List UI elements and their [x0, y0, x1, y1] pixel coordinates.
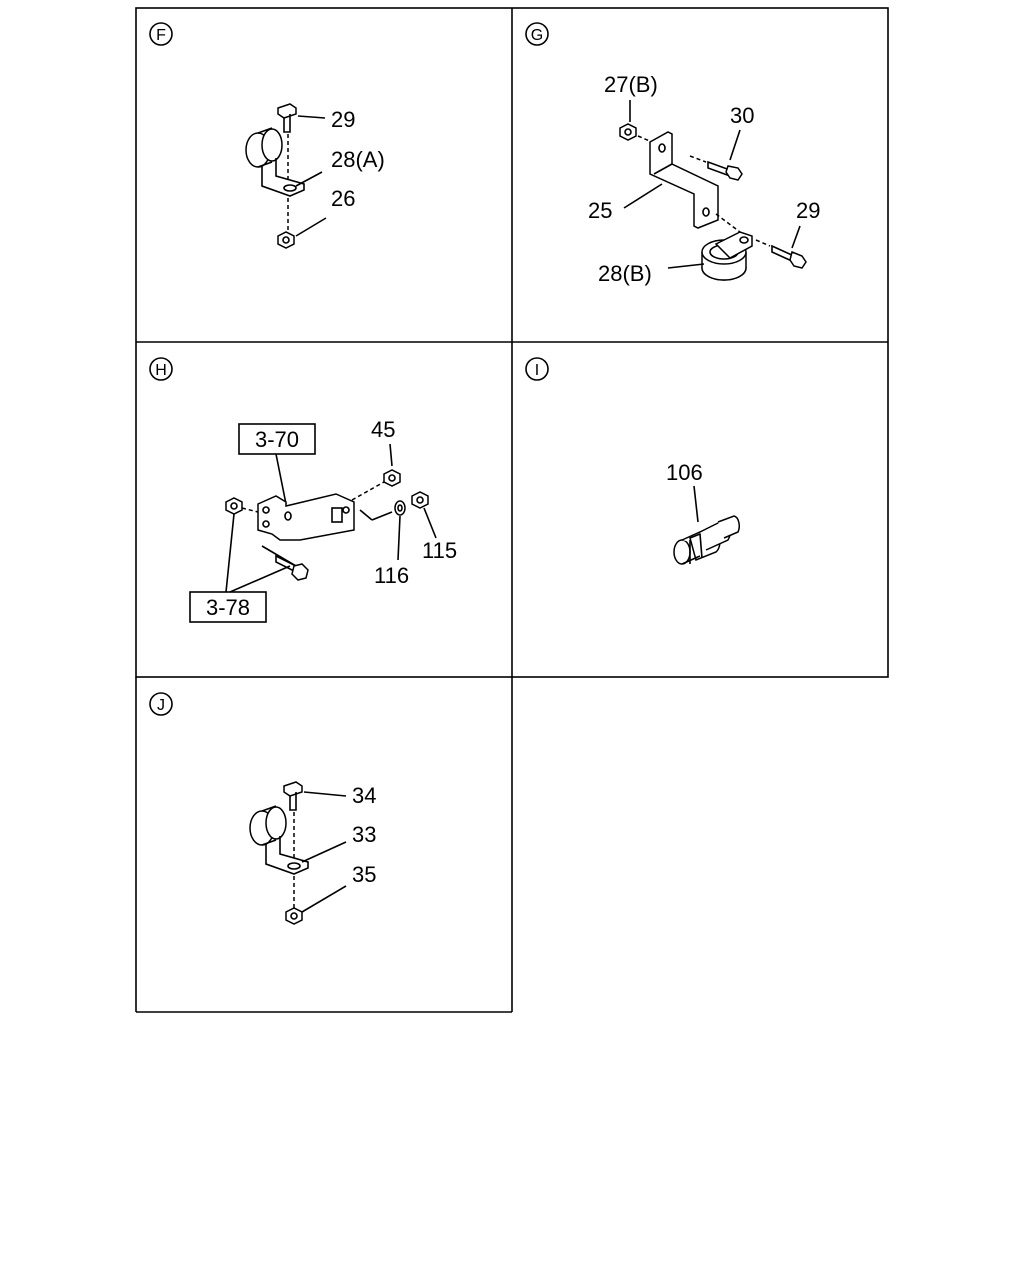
clip-part-f: [245, 103, 305, 249]
panel-marker-circle: [525, 22, 549, 46]
callout-h-ref-top: 3-70: [255, 427, 299, 452]
panel-j-marker: J: [157, 697, 165, 714]
clamp-part-g: [701, 231, 753, 281]
panel-h: H 3-70 45 116 115: [149, 357, 457, 623]
panel-grid: [135, 7, 889, 1013]
callout-f-nut: 26: [331, 186, 355, 211]
panel-h-marker: H: [155, 362, 167, 379]
panel-g-marker: G: [531, 27, 543, 44]
panel-marker-circle: [149, 357, 173, 381]
callout-i-fitting: 106: [666, 460, 703, 485]
panel-f: F 29 28(A) 26: [149, 22, 385, 249]
panel-f-marker: F: [156, 27, 166, 44]
panel-g: G 27(B) 25 30 28(B): [525, 22, 820, 286]
panel-i-marker: I: [535, 362, 539, 379]
callout-f-bolt: 29: [331, 107, 355, 132]
callout-j-nut: 35: [352, 862, 376, 887]
callout-h-nut: 45: [371, 417, 395, 442]
callout-g-bolt29: 29: [796, 198, 820, 223]
callout-h-nut115: 115: [422, 538, 457, 563]
clip-part-j: [249, 781, 309, 925]
ref-box-3-78: [189, 591, 267, 623]
panel-marker-circle: [525, 357, 549, 381]
callout-g-bracket: 25: [588, 198, 612, 223]
fitting-part-i: [673, 515, 740, 565]
callout-g-bolt30: 30: [730, 103, 754, 128]
bracket-part-h: [257, 493, 355, 541]
callout-j-bolt: 34: [352, 783, 376, 808]
bracket-part-g: [649, 131, 719, 229]
callout-f-clip: 28(A): [331, 147, 385, 172]
panel-i: I 106: [525, 357, 740, 565]
ref-box-3-70: [238, 423, 316, 455]
callout-j-clip: 33: [352, 822, 376, 847]
panel-j: J 34 33 35: [149, 692, 376, 925]
callout-h-ref-bottom: 3-78: [206, 595, 250, 620]
callout-g-clamp: 28(B): [598, 261, 652, 286]
callout-g-nut: 27(B): [604, 72, 658, 97]
panel-marker-circle: [149, 22, 173, 46]
callout-h-washer: 116: [374, 563, 409, 588]
panel-marker-circle: [149, 692, 173, 716]
